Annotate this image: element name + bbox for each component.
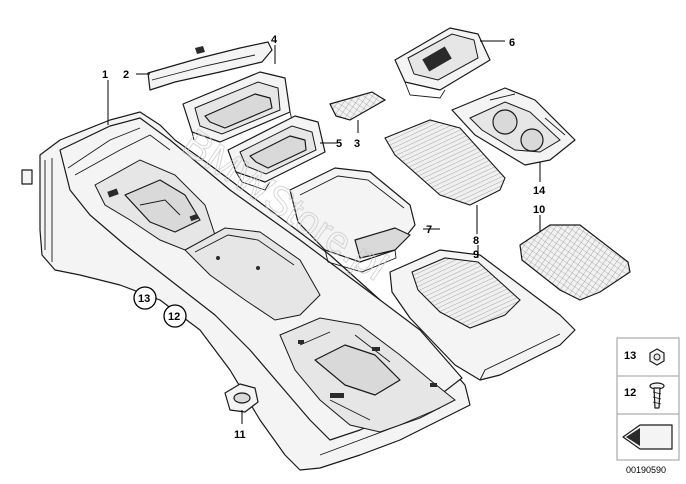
floor-mat-part-10 [519, 224, 631, 301]
storage-box-part-5 [227, 115, 326, 191]
part-number-12: 12 [168, 311, 180, 323]
armrest-base-part-9 [389, 249, 576, 381]
part-number-9: 9 [473, 249, 479, 261]
trim-strip-part-2 [147, 41, 273, 91]
fastener-legend: 13 12 [616, 337, 680, 461]
part-number-13: 13 [138, 293, 150, 305]
clip-part-11 [224, 383, 259, 413]
legend-number-12: 12 [624, 387, 636, 399]
storage-tray-part-4 [182, 71, 293, 143]
part-number-14: 14 [533, 185, 546, 197]
part-number-3: 3 [354, 138, 360, 150]
cup-holder-part-14 [451, 87, 576, 166]
part-number-7: 7 [426, 224, 432, 236]
part-number-2: 2 [123, 69, 129, 81]
direction-arrow-icon [622, 424, 673, 450]
legend-number-13: 13 [624, 350, 636, 362]
center-console-part-1 [21, 111, 471, 471]
part-number-5: 5 [336, 138, 342, 150]
circled-part-13-badge [133, 286, 157, 310]
armrest-part-7 [289, 167, 416, 273]
part-number-labels: 1 2 3 4 5 6 7 8 9 10 11 14 13 12 [102, 34, 546, 441]
insert-part-6 [394, 27, 491, 99]
nut-icon [649, 348, 665, 366]
part-number-11: 11 [234, 429, 246, 441]
part-number-4: 4 [271, 34, 278, 46]
part-number-6: 6 [509, 37, 515, 49]
part-number-1: 1 [102, 69, 108, 81]
part-number-8: 8 [473, 235, 479, 247]
part-number-10: 10 [533, 204, 545, 216]
small-mat-part-3 [329, 91, 387, 121]
ribbed-mat-part-8 [384, 119, 506, 206]
leader-lines [107, 40, 541, 424]
screw-icon [649, 382, 665, 409]
circled-part-12-badge [163, 304, 187, 328]
diagram-id: 00190590 [626, 465, 666, 475]
